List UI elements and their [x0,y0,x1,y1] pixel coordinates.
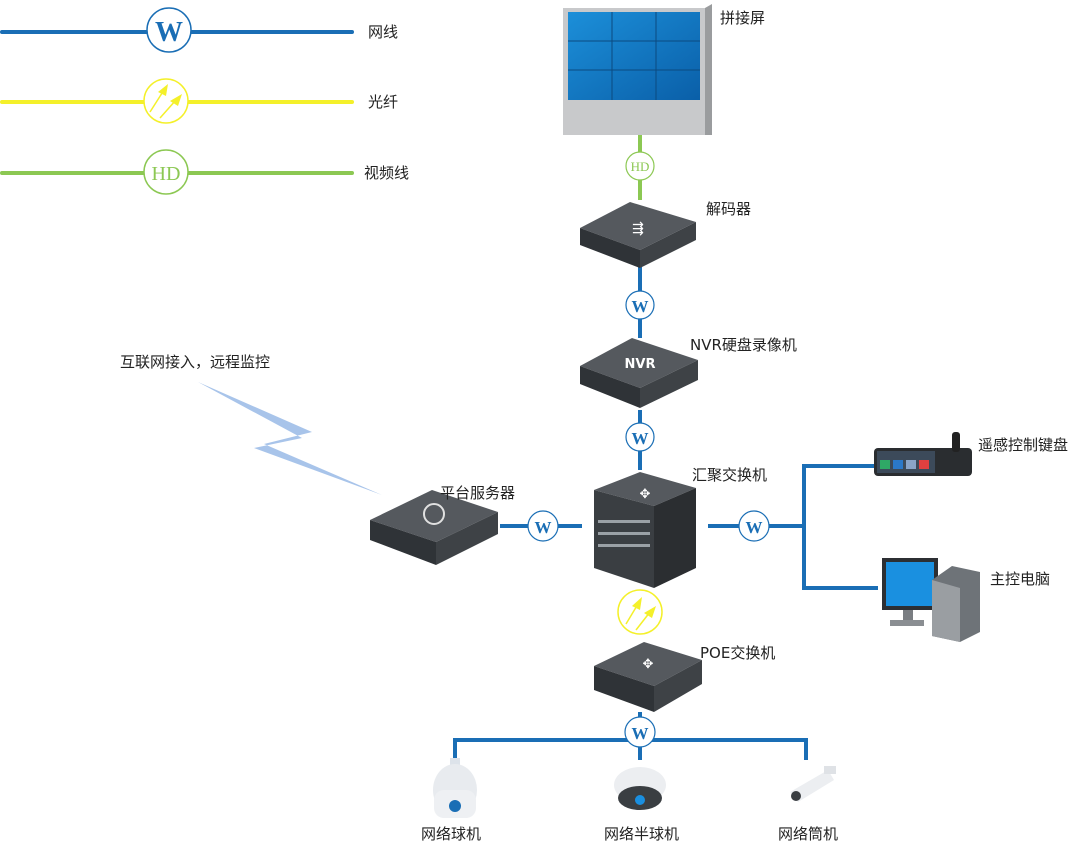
bullet-label: 网络筒机 [778,825,839,843]
nvr-face-label: NVR [625,357,656,372]
keyboard-label: 遥感控制键盘 [978,436,1069,454]
dome-camera-icon [614,767,666,810]
legend-video-line: HD [0,149,354,195]
legend-fiber-line [0,78,354,124]
legend-fiber-label: 光纤 [368,93,399,111]
internet-label: 互联网接入，远程监控 [120,353,271,371]
svg-text:W: W [746,518,763,537]
pc-label: 主控电脑 [990,570,1051,588]
legend-video-label: 视频线 [364,164,410,182]
decoder-label: 解码器 [706,200,752,218]
svg-text:W: W [632,429,649,448]
nvr-label: NVR硬盘录像机 [690,336,797,354]
internet-link-icon [198,382,382,495]
fiber-link [617,589,663,635]
video-wall-label: 拼接屏 [720,9,766,27]
svg-text:⇶: ⇶ [632,221,644,237]
network-badge-icon: W [155,17,183,48]
svg-text:✥: ✥ [640,487,651,502]
hd-badge-icon: HD [152,163,181,185]
main-pc-icon [882,558,980,642]
decoder-icon: ⇶ [580,202,696,268]
platform-server-label: 平台服务器 [440,484,516,502]
platform-server-icon [370,490,498,565]
speed-dome-camera-icon [433,758,477,818]
speed-dome-label: 网络球机 [421,825,482,843]
nvr-icon: NVR [580,338,698,408]
svg-text:✥: ✥ [643,657,654,672]
svg-text:W: W [632,724,649,743]
control-keyboard-icon [874,432,972,476]
fiber-arrows-icon [149,84,182,119]
svg-text:W: W [535,518,552,537]
poe-switch-icon: ✥ [594,642,702,712]
core-switch-label: 汇聚交换机 [692,466,768,484]
legend-network-line: W [0,7,354,53]
legend-network-label: 网线 [368,23,399,41]
svg-text:HD: HD [631,159,650,174]
video-wall-icon [563,4,712,135]
bullet-camera-icon [790,766,836,802]
svg-text:W: W [632,297,649,316]
core-switch-icon: ✥ [594,472,696,588]
poe-switch-label: POE交换机 [700,644,776,662]
dome-label: 网络半球机 [604,825,680,843]
